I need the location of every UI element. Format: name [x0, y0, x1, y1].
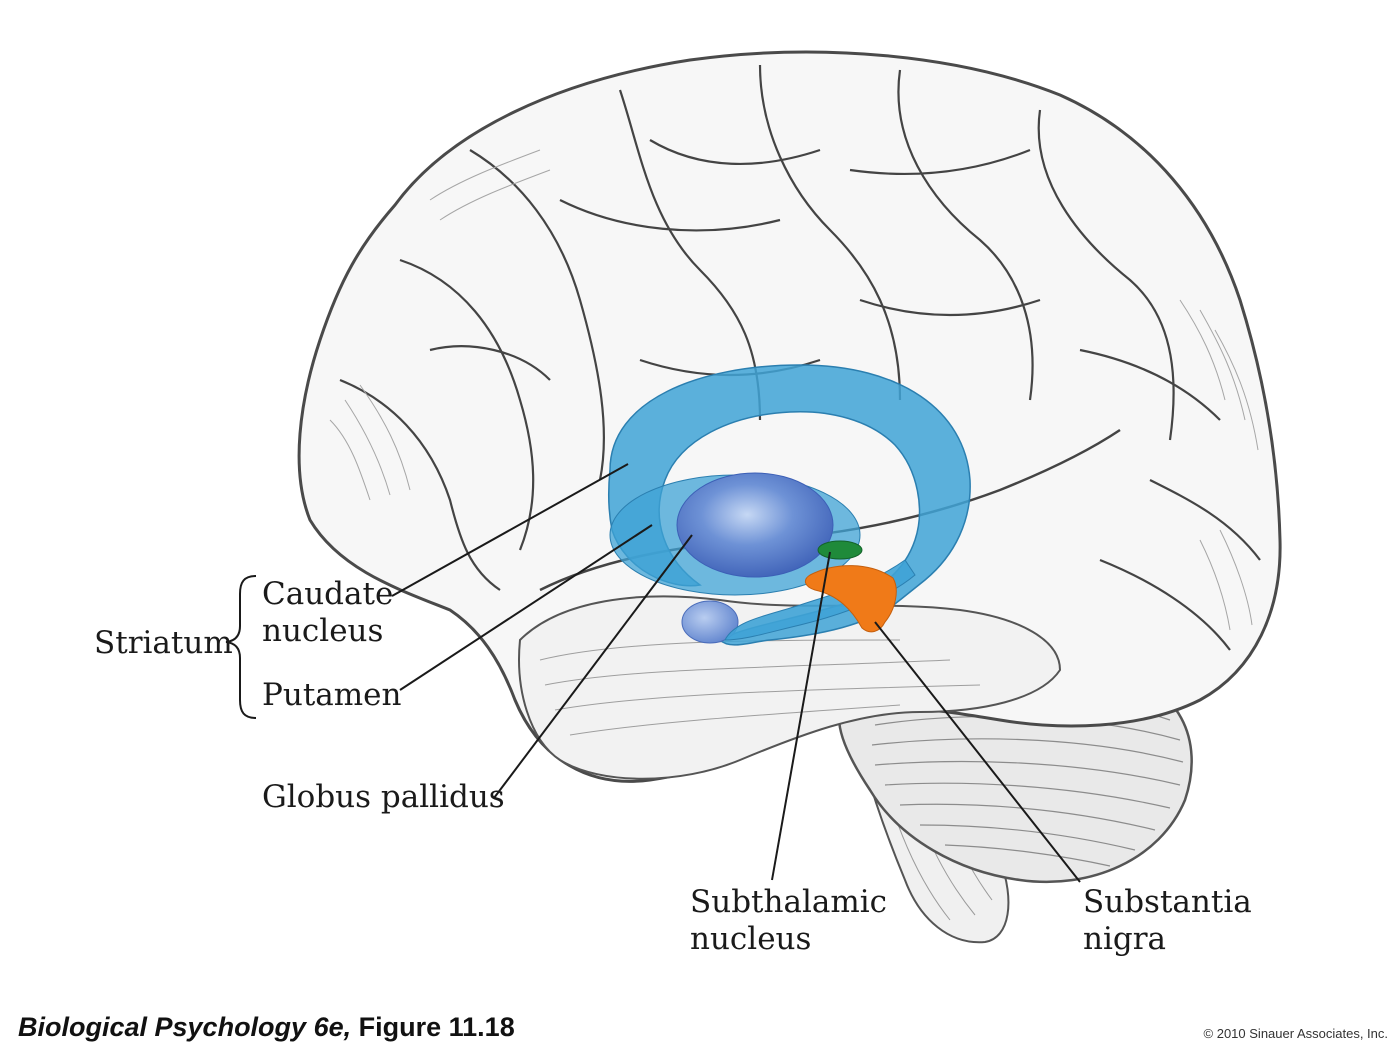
sulci [339, 64, 1261, 651]
figure-caption: Biological Psychology 6e, Figure 11.18 [18, 1012, 515, 1043]
caudate-label-line2: nucleus [262, 613, 383, 649]
substantia-nigra-leader [874, 621, 1081, 883]
striatum-brace [225, 575, 257, 719]
subthalamic-leader [771, 551, 831, 881]
temporal-lobe [518, 595, 1062, 780]
caudate-tail [724, 559, 916, 641]
book-title: Biological Psychology 6e, [18, 1012, 352, 1042]
subthalamic-nucleus [817, 540, 863, 560]
striatum-label: Striatum [94, 625, 233, 661]
substantia-nigra [804, 565, 897, 633]
cortex-hatching [329, 149, 1259, 631]
globus-pallidus [676, 472, 834, 578]
figure-number: Figure 11.18 [358, 1012, 515, 1042]
substantia-nigra-label-line1: Substantia [1083, 884, 1252, 920]
copyright-notice: © 2010 Sinauer Associates, Inc. [1203, 1026, 1388, 1041]
cerebrum [297, 50, 1282, 783]
globus-pallidus-label: Globus pallidus [262, 779, 505, 815]
substantia-nigra-label-line2: nigra [1083, 921, 1166, 957]
leader-lines [391, 463, 1081, 883]
caudate-leader [391, 463, 629, 597]
putamen-label: Putamen [262, 677, 402, 713]
globus-pallidus-leader [493, 534, 693, 799]
subthalamic-label-line2: nucleus [690, 921, 811, 957]
caudate-label-line1: Caudate [262, 576, 393, 612]
subthalamic-label-line1: Subthalamic [690, 884, 887, 920]
putamen-leader [399, 524, 653, 691]
amygdala [681, 600, 739, 644]
